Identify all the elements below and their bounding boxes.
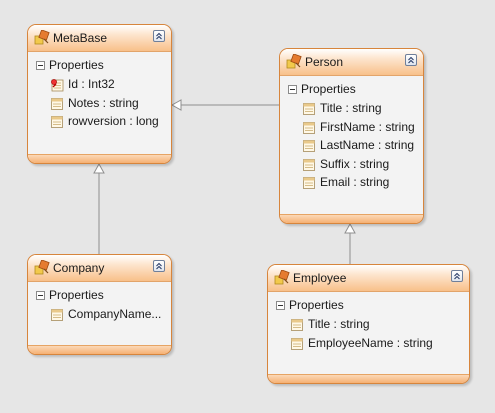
properties-section[interactable]: Properties — [268, 298, 469, 316]
properties-section[interactable]: Properties — [28, 58, 171, 76]
entity-footer — [268, 374, 469, 383]
entity-header[interactable]: MetaBase — [28, 25, 171, 52]
entity-header[interactable]: Person — [280, 49, 423, 76]
section-label: Properties — [49, 288, 104, 302]
property-icon — [303, 103, 315, 115]
entity-header[interactable]: Company — [28, 255, 171, 282]
collapse-chevron-up-icon[interactable] — [153, 260, 165, 272]
section-collapse-icon[interactable] — [276, 301, 285, 310]
entity-footer — [280, 214, 423, 223]
property-row[interactable]: EmployeeName : string — [268, 335, 469, 354]
property-icon — [303, 158, 315, 171]
section-collapse-icon[interactable] — [288, 85, 297, 94]
property-text: Notes : string — [68, 95, 139, 110]
property-icon — [51, 116, 63, 128]
section-collapse-icon[interactable] — [36, 61, 45, 70]
property-row[interactable]: FirstName : string — [280, 119, 423, 138]
inheritance-arrowhead-person-bottom — [344, 222, 356, 234]
section-label: Properties — [49, 58, 104, 72]
property-icon — [303, 140, 315, 152]
property-text: Email : string — [320, 175, 390, 189]
entity-metabase[interactable]: MetaBase Properties Id : Int32 — [27, 24, 172, 164]
property-icon — [303, 121, 315, 134]
entity-title: MetaBase — [53, 31, 108, 45]
entity-icon — [286, 54, 302, 69]
entity-company[interactable]: Company Properties CompanyName... — [27, 254, 172, 355]
collapse-chevron-up-icon[interactable] — [153, 30, 165, 42]
property-row[interactable]: Notes : string — [28, 95, 171, 114]
property-row[interactable]: Suffix : string — [280, 156, 423, 175]
entity-icon — [274, 270, 290, 285]
inheritance-arrowhead-metabase-right — [170, 99, 182, 111]
property-row[interactable]: CompanyName... — [28, 306, 171, 325]
entity-title: Company — [53, 261, 105, 275]
property-icon — [51, 309, 63, 321]
collapse-chevron-up-icon[interactable] — [451, 270, 463, 282]
property-text: LastName : string — [320, 138, 415, 152]
property-row[interactable]: Email : string — [280, 174, 423, 193]
property-icon — [291, 319, 303, 331]
section-label: Properties — [289, 298, 344, 312]
entity-icon — [34, 260, 50, 275]
properties-section[interactable]: Properties — [280, 82, 423, 100]
entity-person[interactable]: Person Properties Title : string — [279, 48, 424, 224]
property-text: rowversion : long — [68, 114, 159, 128]
section-collapse-icon[interactable] — [36, 291, 45, 300]
property-text: Id : Int32 — [68, 77, 115, 91]
property-text: FirstName : string — [320, 119, 415, 134]
key-property-icon — [51, 79, 64, 92]
entity-footer — [28, 154, 171, 163]
section-label: Properties — [301, 82, 356, 96]
properties-section[interactable]: Properties — [28, 288, 171, 306]
entity-header[interactable]: Employee — [268, 265, 469, 292]
property-icon — [51, 97, 63, 110]
property-icon — [303, 177, 315, 189]
property-row[interactable]: LastName : string — [280, 137, 423, 156]
inheritance-arrowhead-metabase-bottom — [93, 162, 105, 174]
property-text: Suffix : string — [320, 156, 390, 171]
property-row[interactable]: Id : Int32 — [28, 76, 171, 95]
entity-employee[interactable]: Employee Properties Title : string — [267, 264, 470, 384]
entity-icon — [34, 30, 50, 45]
property-row[interactable]: rowversion : long — [28, 113, 171, 132]
property-text: CompanyName... — [68, 307, 162, 321]
entity-footer — [28, 345, 171, 354]
property-icon — [291, 337, 303, 350]
property-text: EmployeeName : string — [308, 335, 433, 350]
entity-title: Person — [305, 55, 344, 69]
collapse-chevron-up-icon[interactable] — [405, 54, 417, 66]
property-row[interactable]: Title : string — [268, 316, 469, 335]
property-text: Title : string — [320, 101, 382, 115]
property-text: Title : string — [308, 317, 370, 331]
property-row[interactable]: Title : string — [280, 100, 423, 119]
entity-title: Employee — [293, 271, 347, 285]
